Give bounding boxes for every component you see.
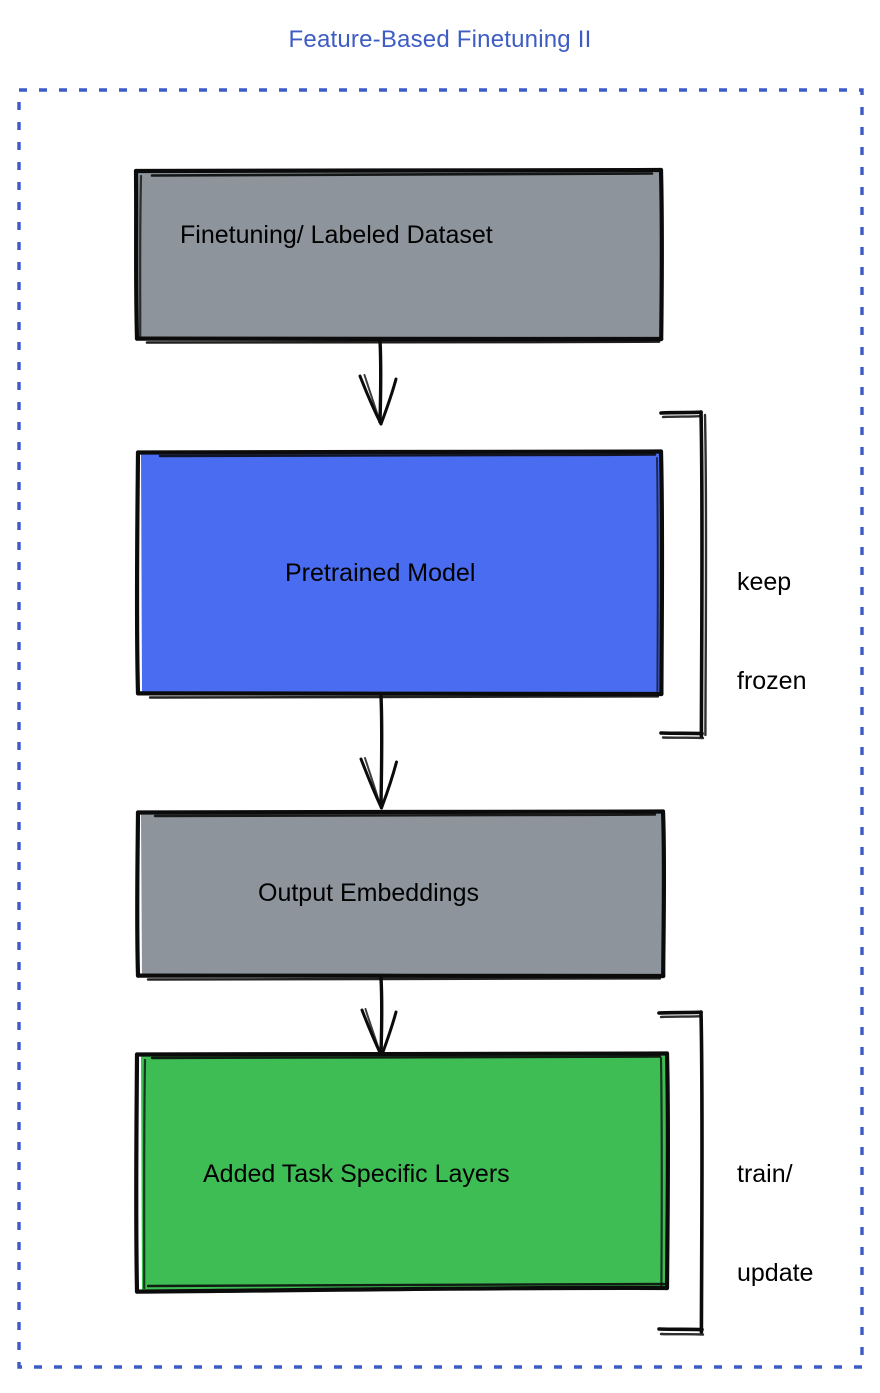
bracket-keep-frozen-label: keep frozen <box>737 500 806 764</box>
bracket-train-update <box>657 1010 705 1336</box>
node-dataset-outline-b <box>658 167 664 342</box>
arrow-dataset-to-pretrained <box>358 338 398 426</box>
node-embeddings-sketch-b <box>146 977 662 981</box>
arrow-embeddings-to-tasklayers <box>360 976 398 1058</box>
node-embeddings-outline-d <box>135 810 141 978</box>
node-dataset-sketch-b <box>145 340 661 344</box>
node-pretrained-outline-d <box>134 450 141 696</box>
node-task-layers-outline-d <box>134 1052 140 1294</box>
node-pretrained-sketch-a <box>158 453 657 458</box>
bracket-keep-frozen-label-line1: keep <box>737 568 792 596</box>
node-dataset-outline-d <box>133 168 140 341</box>
node-pretrained[interactable] <box>134 449 665 699</box>
node-dataset-outline-a <box>133 167 664 174</box>
arrow-pretrained-to-embeddings <box>359 694 398 810</box>
bracket-train-update-label-line2: update <box>737 1259 814 1287</box>
node-pretrained-outline-c <box>135 691 664 697</box>
bracket-train-update-label-line1: train/ <box>737 1160 793 1188</box>
bracket-keep-frozen-label-line2: frozen <box>737 667 807 695</box>
bracket-keep-frozen <box>659 410 708 740</box>
node-dataset-sketch-c <box>139 174 143 338</box>
dashed-container-border <box>17 88 864 1369</box>
node-embeddings[interactable] <box>135 809 667 981</box>
node-embeddings-sketch-a <box>153 813 657 818</box>
node-task-layers-fill <box>141 1055 667 1290</box>
node-task-layers-outline-a <box>134 1051 670 1057</box>
node-task-layers-outline-c <box>134 1285 670 1294</box>
node-pretrained-outline-b <box>658 449 665 697</box>
node-dataset[interactable] <box>133 167 664 344</box>
node-task-layers-sketch-b <box>146 1282 666 1288</box>
node-dataset-fill <box>137 171 662 338</box>
page-title: Feature-Based Finetuning II <box>288 26 592 53</box>
node-dataset-sketch-a <box>150 172 654 177</box>
bracket-train-update-label: train/ update <box>737 1092 813 1356</box>
node-pretrained-outline-a <box>135 449 664 455</box>
node-pretrained-sketch-c <box>656 457 659 692</box>
node-task-layers-outline-b <box>664 1051 671 1291</box>
node-embeddings-fill <box>141 812 663 975</box>
node-task-layers-sketch-a <box>150 1055 662 1060</box>
node-pretrained-sketch-b <box>148 695 660 699</box>
node-embeddings-outline-a <box>135 809 666 815</box>
node-embeddings-outline-b <box>660 809 667 979</box>
node-task-layers[interactable] <box>134 1051 671 1294</box>
node-task-layers-sketch-c <box>143 1058 147 1290</box>
node-pretrained-fill <box>141 453 662 693</box>
node-task-layers-sketch-d <box>659 1056 663 1288</box>
